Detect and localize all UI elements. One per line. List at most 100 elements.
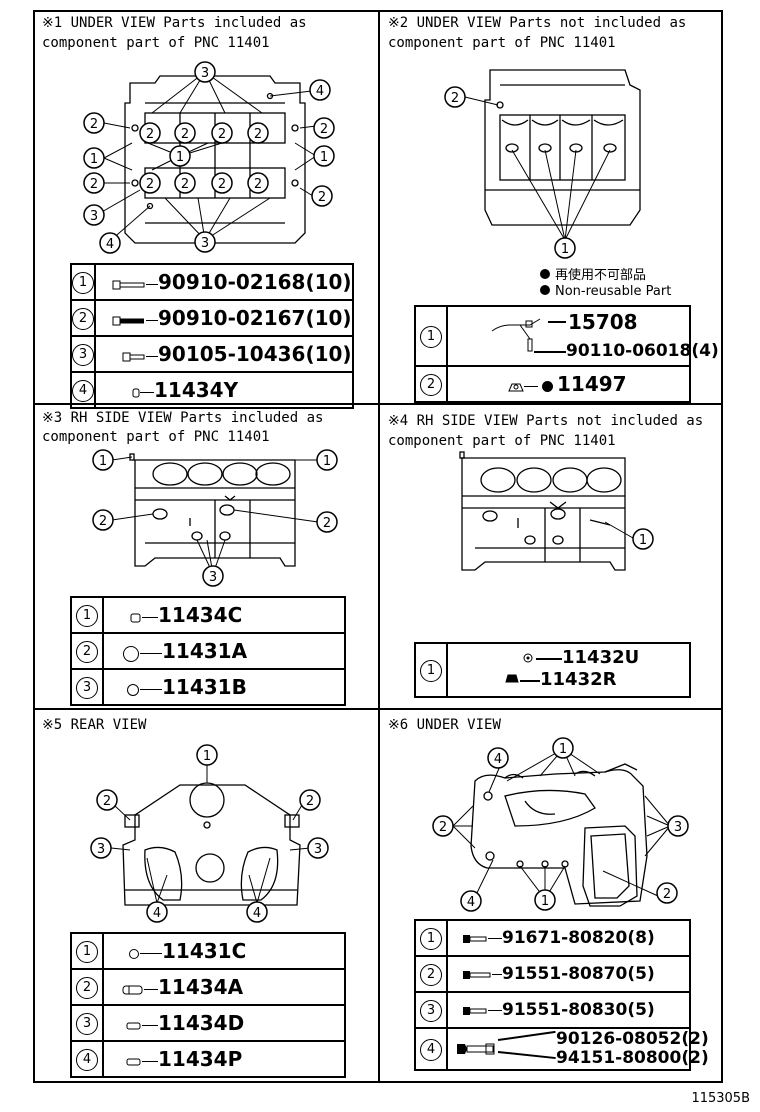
plug-icon: [523, 653, 533, 663]
callout-1: 1: [323, 454, 331, 469]
callout-2: 2: [320, 122, 328, 137]
part-number: 11431A: [162, 639, 248, 663]
callout-1: 1: [99, 454, 107, 469]
row-number: 1: [72, 271, 94, 294]
long-bolt-icon: [112, 316, 144, 325]
part-number: 11431B: [162, 675, 247, 699]
callout-2: 2: [146, 177, 154, 192]
callout-2: 2: [181, 177, 189, 192]
plug-icon: [126, 1022, 141, 1029]
row-number: 4: [72, 379, 94, 402]
pin-icon: [130, 613, 141, 622]
table-row: 1 11431C: [70, 932, 346, 970]
callout-2: 2: [254, 127, 262, 142]
callout-2: 2: [318, 190, 326, 205]
part-number: 90910-02168(10): [158, 270, 352, 294]
callout-3: 3: [97, 842, 105, 857]
callout-1: 1: [559, 742, 567, 757]
panel-4-title-line2: component part of PNC 11401: [388, 433, 616, 449]
non-reusable-note-jp: 再使用不可部品: [540, 264, 646, 283]
plug-icon: [126, 1058, 141, 1065]
table-row: 3 11431B: [70, 668, 346, 706]
table-row: 2 11431A: [70, 632, 346, 670]
callout-2: 2: [146, 127, 154, 142]
callout-3: 3: [201, 66, 209, 81]
row-number: 2: [76, 640, 98, 663]
non-reusable-note-en: Non-reusable Part: [540, 284, 671, 299]
row-number: 1: [420, 927, 442, 950]
plug-icon: [505, 674, 519, 683]
callout-2: 2: [90, 117, 98, 132]
callout-2: 2: [323, 516, 331, 531]
part-number: 11497: [557, 372, 627, 396]
panel-2-title-line1: ※2 UNDER VIEW Parts not included as: [388, 15, 687, 31]
callout-2: 2: [99, 514, 107, 529]
callout-2: 2: [181, 127, 189, 142]
row-number: 1: [420, 659, 442, 682]
callout-2: 2: [306, 794, 314, 809]
engine-block-rear-drawing: 1 2 2 3 3 4 4: [90, 744, 329, 923]
callout-1: 1: [639, 533, 647, 548]
callout-4: 4: [316, 84, 324, 99]
table-row: 2 11434A: [70, 968, 346, 1006]
row-number: 2: [72, 307, 94, 330]
table-row: 1 11432U 11432R: [414, 642, 691, 698]
column-divider: [378, 10, 380, 1083]
table-row: 1 91671-80820(8): [414, 919, 691, 957]
row-divider-1: [33, 403, 723, 405]
panel-1-parts-table: 1 90910-02168(10) 2 90910-02167(10) 3 90…: [70, 263, 354, 409]
illustration-code: 115305B: [691, 1091, 750, 1106]
row-divider-2: [33, 708, 723, 710]
panel-3-title-line2: component part of PNC 11401: [42, 429, 270, 445]
panel-6-title: ※6 UNDER VIEW: [388, 717, 501, 733]
callout-1: 1: [541, 894, 549, 909]
part-number: 90910-02167(10): [158, 306, 352, 330]
bolt-icon: [463, 934, 487, 943]
oil-pan-under-view-drawing: 1 4 2 3 2 4 1: [432, 737, 689, 912]
table-row: 1 90910-02168(10): [70, 263, 354, 301]
callout-3: 3: [209, 570, 217, 585]
plug-icon: [122, 985, 143, 994]
part-number: 90105-10436(10): [158, 342, 352, 366]
table-row: 2 11497: [414, 365, 691, 403]
part-number: 90126-08052(2): [556, 1029, 709, 1049]
panel-4-parts-table: 1 11432U 11432R: [414, 642, 691, 698]
row-number: 4: [420, 1038, 442, 1061]
part-number: 11434P: [158, 1047, 243, 1071]
callout-2: 2: [103, 794, 111, 809]
row-number: 2: [420, 373, 442, 396]
callout-3: 3: [90, 209, 98, 224]
stud-bolt-with-nut-icon: [457, 1043, 495, 1055]
row-number: 2: [420, 963, 442, 986]
oil-pipe-icon: [491, 318, 541, 352]
callout-3: 3: [314, 842, 322, 857]
part-number: 91671-80820(8): [502, 928, 655, 948]
part-number: 11434Y: [154, 378, 239, 402]
panel-3-title-line1: ※3 RH SIDE VIEW Parts included as: [42, 410, 324, 426]
callout-1: 1: [320, 150, 328, 165]
callout-2: 2: [218, 127, 226, 142]
part-number: 11432U: [562, 647, 640, 668]
callout-2: 2: [254, 177, 262, 192]
table-row: 1 15708 90110-06018(4): [414, 305, 719, 367]
part-number: 11434A: [158, 975, 244, 999]
panel-4-title-line1: ※4 RH SIDE VIEW Parts not included as: [388, 413, 704, 429]
row-number: 3: [76, 676, 98, 699]
row-number: 3: [72, 343, 94, 366]
engine-block-under-view-drawing-2: 2 1: [444, 69, 641, 259]
panel-1-title-line1: ※1 UNDER VIEW Parts included as: [42, 15, 307, 31]
row-number: 1: [420, 325, 442, 348]
bolt-icon: [463, 1006, 487, 1015]
part-number: 90110-06018(4): [566, 341, 719, 361]
part-number: 91551-80830(5): [502, 1000, 655, 1020]
panel-2-title-line2: component part of PNC 11401: [388, 35, 616, 51]
callout-4: 4: [106, 237, 114, 252]
table-row: 4 11434P: [70, 1040, 346, 1078]
table-row: 1 11434C: [70, 596, 346, 634]
callout-2: 2: [451, 91, 459, 106]
row-number: 1: [76, 940, 98, 963]
table-row: 3 90105-10436(10): [70, 335, 354, 373]
table-row: 4 11434Y: [70, 371, 354, 409]
row-number: 3: [420, 999, 442, 1022]
engine-block-rh-side-drawing-2: 1: [459, 451, 654, 571]
